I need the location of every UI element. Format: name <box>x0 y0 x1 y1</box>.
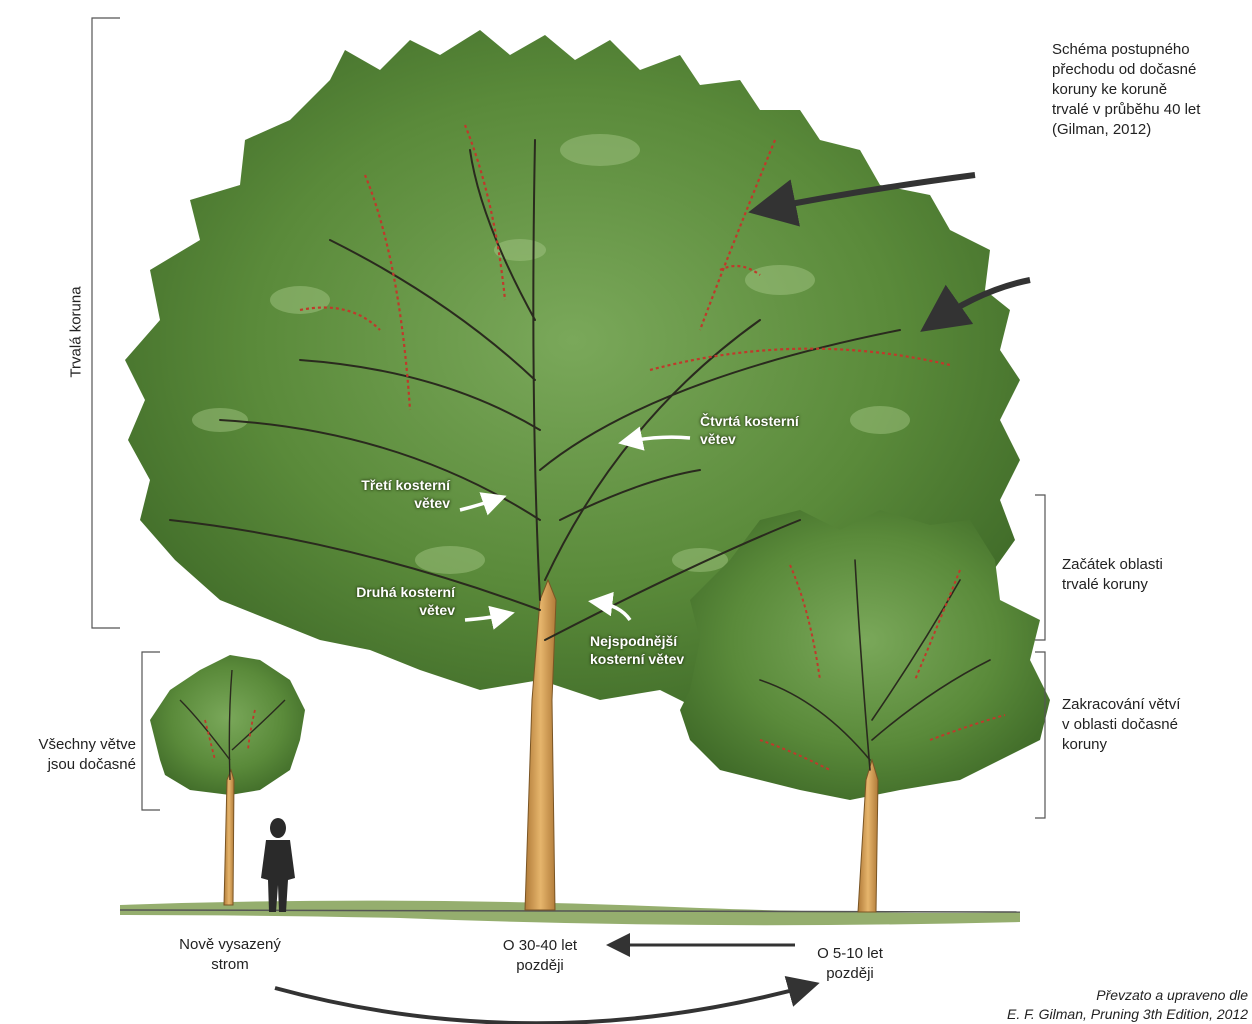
mid-tree-trunk <box>857 758 879 913</box>
label-nove-vysazeny: Nově vysazený strom <box>179 936 281 973</box>
label-treti-kosterni-vetev: Třetí kosterní větev <box>361 477 450 511</box>
person-silhouette <box>261 818 295 912</box>
bracket-zacatek <box>1035 494 1046 641</box>
label-ctvrta-kosterni-vetev: Čtvrtá kosterní větev <box>700 413 799 447</box>
ground <box>120 900 1020 926</box>
small-tree-crown <box>150 655 305 795</box>
label-o-30-40-let: O 30-40 let později <box>502 937 578 974</box>
source-line-2: E. F. Gilman, Pruning 3th Edition, 2012 <box>1007 1006 1248 1022</box>
label-zakracovani-vetvi: Zakracování větví v oblasti dočasné koru… <box>1062 696 1181 753</box>
white-arrow-nejspodnejsi <box>588 591 632 622</box>
arrow-curve <box>274 975 820 1024</box>
label-trvala-koruna: Trvalá koruna <box>67 286 85 378</box>
bracket-zakracovani <box>1035 651 1046 819</box>
white-arrow-druha <box>464 605 515 630</box>
label-vsechny-vetve: Všechny větve jsou dočasné <box>38 736 136 773</box>
white-arrow-treti <box>459 492 507 516</box>
caption: Schéma postupného přechodu od dočasné ko… <box>1052 41 1201 138</box>
large-tree-trunk <box>524 578 557 911</box>
source-line-1: Převzato a upraveno dle <box>1096 987 1248 1003</box>
mid-tree-crown <box>680 510 1050 800</box>
dark-arrow-1 <box>748 172 976 227</box>
bracket-vsechny <box>141 651 160 811</box>
small-tree-trunk <box>223 768 235 906</box>
label-zacatek-oblasti: Začátek oblasti trvalé koruny <box>1062 556 1163 593</box>
bracket-trvala <box>91 17 120 629</box>
label-druha-kosterni-vetev: Druhá kosterní větev <box>356 584 455 618</box>
dark-arrow-2 <box>920 277 1031 332</box>
label-o-5-10-let: O 5-10 let později <box>817 945 883 982</box>
white-arrow-ctvrta <box>618 426 691 451</box>
label-nejspodnejsi-kosterni-vetev: Nejspodnější kosterní větev <box>590 633 685 667</box>
